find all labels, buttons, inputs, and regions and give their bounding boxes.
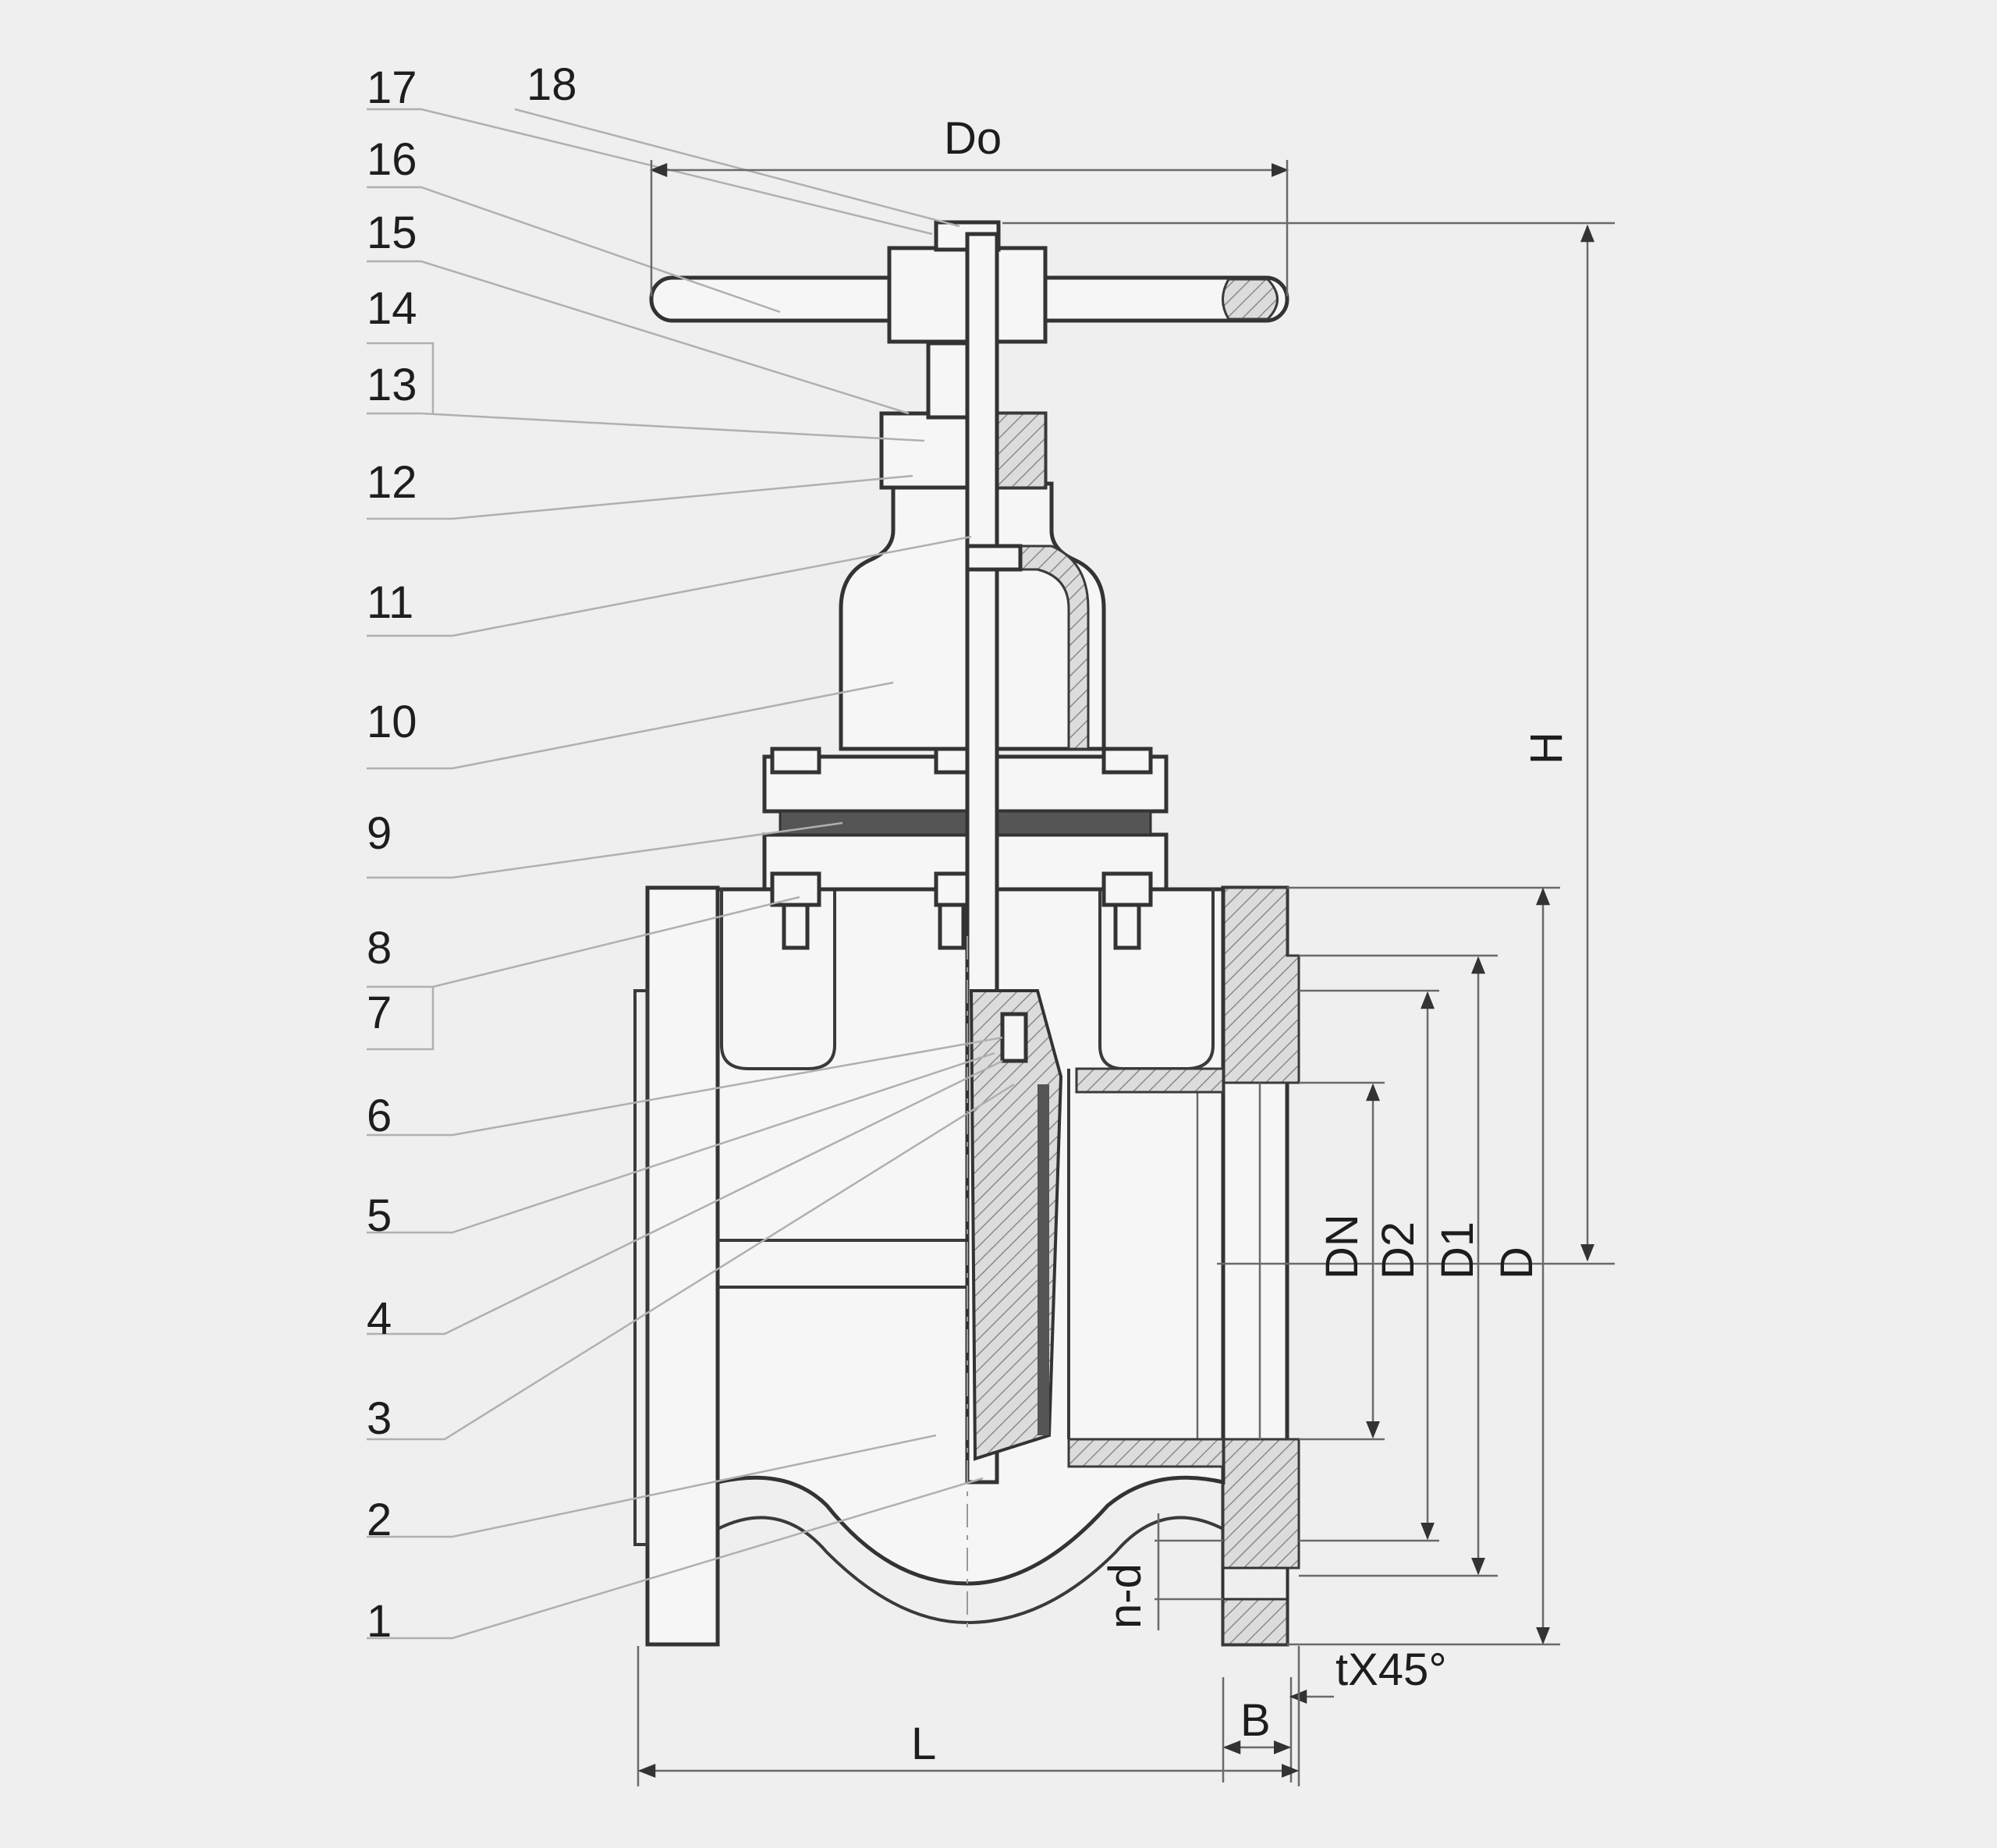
part-number-3: 3 xyxy=(367,1393,392,1444)
part-number-11: 11 xyxy=(367,577,413,628)
part-number-15: 15 xyxy=(367,208,417,258)
dimension-lines xyxy=(637,160,1615,1786)
part-number-5: 5 xyxy=(367,1190,392,1241)
part-number-9: 9 xyxy=(367,808,392,859)
part-number-1: 1 xyxy=(367,1596,392,1647)
dimension-b: B xyxy=(1240,1695,1271,1746)
part-number-17: 17 xyxy=(367,62,417,113)
part-number-2: 2 xyxy=(367,1495,392,1545)
dimension-d1: D1 xyxy=(1432,1222,1483,1279)
dimension-h: H xyxy=(1521,732,1572,764)
part-number-13: 13 xyxy=(367,360,417,410)
leader-lines xyxy=(367,108,1015,1640)
dimension-n-d: n-d xyxy=(1100,1563,1151,1629)
dimension-l: L xyxy=(911,1719,936,1769)
dimension-d2: D2 xyxy=(1373,1222,1424,1279)
handwheel xyxy=(649,220,1289,1484)
dimension-labels: Do H DN D2 D1 D n-d tX45° B L xyxy=(911,113,1572,1769)
part-number-14: 14 xyxy=(367,283,417,334)
dimension-do: Do xyxy=(944,113,1002,164)
dimension-dn: DN xyxy=(1317,1214,1367,1279)
part-number-7: 7 xyxy=(367,988,392,1038)
part-number-16: 16 xyxy=(367,134,417,185)
dimension-d: D xyxy=(1492,1247,1542,1279)
part-number-12: 12 xyxy=(367,457,417,508)
part-number-8: 8 xyxy=(367,923,392,974)
part-number-18: 18 xyxy=(527,59,577,110)
part-number-6: 6 xyxy=(367,1091,392,1141)
dimension-chamfer: tX45° xyxy=(1335,1644,1447,1695)
part-number-labels: 17 18 16 15 14 13 12 11 10 9 8 7 6 5 4 3… xyxy=(367,59,577,1647)
part-number-4: 4 xyxy=(367,1293,392,1344)
part-number-10: 10 xyxy=(367,697,417,747)
